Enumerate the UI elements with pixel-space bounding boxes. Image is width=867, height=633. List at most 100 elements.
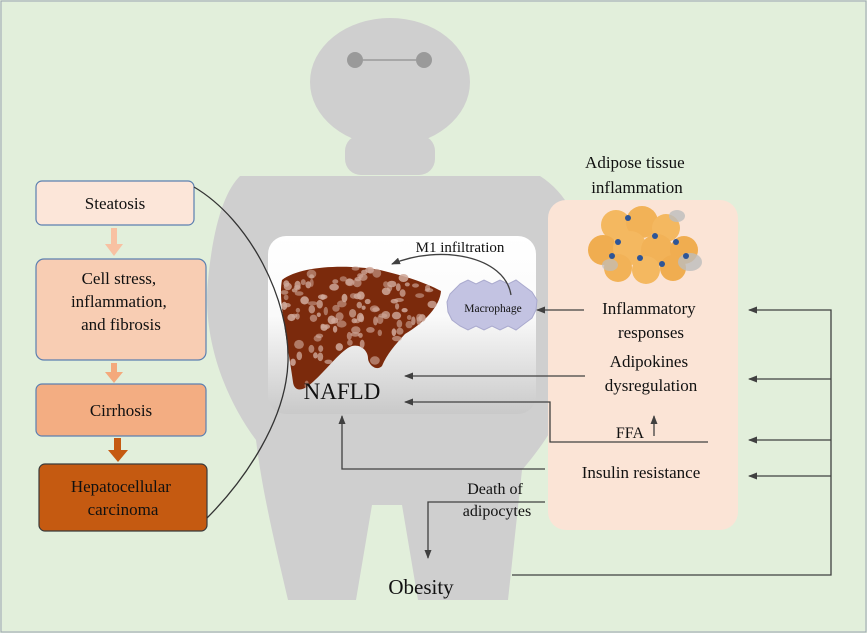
fat-droplet xyxy=(373,316,378,326)
fat-droplet xyxy=(308,344,315,353)
fat-droplet xyxy=(332,304,340,312)
pathway-arrows xyxy=(338,253,832,576)
fat-droplet xyxy=(372,268,382,278)
fat-droplet xyxy=(327,315,336,325)
ffa-to-nafld-arrow xyxy=(404,398,708,443)
fat-droplet xyxy=(281,301,288,310)
fat-droplet xyxy=(369,305,380,313)
ffa-label: FFA xyxy=(616,425,645,442)
silhouette-left-eye xyxy=(347,52,363,68)
adipose-panel xyxy=(548,200,738,530)
adipokines-label: Adipokines dysregulation xyxy=(605,352,698,395)
fat-droplet xyxy=(427,300,437,309)
adipose-title: Adipose tissue inflammation xyxy=(585,153,689,197)
fat-droplet xyxy=(316,299,323,309)
obesity-label: Obesity xyxy=(388,575,454,599)
fat-droplet xyxy=(332,325,338,333)
fat-droplet xyxy=(390,298,399,304)
fat-droplet xyxy=(316,312,321,318)
fat-droplet xyxy=(294,280,301,290)
stage-cirrhosis-label: Cirrhosis xyxy=(90,401,152,420)
fat-droplet xyxy=(359,339,365,349)
fat-droplet xyxy=(391,311,402,320)
insulin-resistance-label: Insulin resistance xyxy=(582,463,701,482)
fat-droplet xyxy=(309,278,314,287)
fat-droplet xyxy=(294,339,304,349)
stage-hcc: Hepatocellular carcinoma xyxy=(38,463,208,532)
fat-droplet xyxy=(324,324,330,329)
fat-droplet xyxy=(424,288,434,293)
fat-droplet xyxy=(357,273,364,279)
fat-droplet xyxy=(294,291,304,296)
fat-droplet xyxy=(295,307,301,313)
adipocyte-cluster-icon xyxy=(588,206,702,284)
macrophage-icon xyxy=(446,279,538,331)
fat-droplet xyxy=(354,277,362,282)
fat-droplet xyxy=(317,352,324,362)
fat-droplet xyxy=(395,303,400,310)
fat-droplet xyxy=(304,380,309,389)
fat-droplet xyxy=(406,315,412,320)
fat-droplet xyxy=(300,296,309,305)
fat-droplet xyxy=(378,313,388,318)
fat-droplet xyxy=(323,306,328,316)
fat-droplet xyxy=(349,309,357,318)
fat-droplet xyxy=(313,352,318,359)
silhouette-right-eye xyxy=(416,52,432,68)
fat-droplet xyxy=(381,287,391,296)
fat-droplet xyxy=(296,351,303,361)
fat-droplet xyxy=(300,279,306,286)
fat-droplet xyxy=(308,305,316,314)
nafld-spectrum-bracket xyxy=(193,186,289,519)
fat-droplet xyxy=(335,312,344,321)
fat-droplet xyxy=(318,345,324,352)
fat-droplet xyxy=(346,331,352,341)
fat-droplet xyxy=(335,343,343,351)
death-of-adipocytes-label: Death of adipocytes xyxy=(463,481,531,520)
fat-droplet xyxy=(377,329,382,336)
fat-droplet xyxy=(383,281,389,288)
fat-droplet xyxy=(405,320,413,329)
fat-droplet xyxy=(339,276,347,282)
fat-droplet xyxy=(324,359,333,364)
fat-droplet xyxy=(392,335,402,342)
m1-infiltration-label: M1 infiltration xyxy=(416,240,505,256)
stage-cirrhosis: Cirrhosis xyxy=(35,383,207,437)
inflammatory-responses-label: Inflammatory responses xyxy=(602,299,700,342)
fat-droplet xyxy=(391,328,397,337)
fat-droplet xyxy=(387,280,397,288)
fat-droplet xyxy=(345,278,354,286)
fat-droplet xyxy=(336,320,347,328)
fat-droplet xyxy=(356,291,365,300)
fat-droplet xyxy=(370,356,380,365)
fat-droplet xyxy=(361,305,366,310)
fat-droplet xyxy=(399,289,406,297)
fat-droplet xyxy=(396,319,403,328)
fat-droplet xyxy=(283,280,290,287)
fat-droplet xyxy=(332,279,339,284)
fat-droplet xyxy=(347,339,353,346)
fat-droplet xyxy=(341,293,348,303)
fat-droplet xyxy=(351,326,361,334)
fat-droplet xyxy=(291,313,298,318)
fat-droplet xyxy=(365,266,375,274)
fat-droplet xyxy=(404,282,410,287)
death-to-obesity-arrow xyxy=(424,501,545,559)
liver-fat-droplets xyxy=(280,266,437,389)
fat-droplet xyxy=(309,314,318,322)
fat-droplet xyxy=(356,301,362,309)
fat-droplet xyxy=(320,294,326,300)
fat-droplet xyxy=(283,294,289,301)
fat-droplet xyxy=(280,290,289,295)
progression-arrows xyxy=(105,228,128,462)
fat-droplet xyxy=(315,333,324,339)
fat-droplet xyxy=(364,298,371,305)
macrophage-label: Macrophage xyxy=(464,303,521,315)
obesity-feedback-arrow xyxy=(512,306,832,576)
fat-droplet xyxy=(351,266,360,271)
fat-droplet xyxy=(356,312,364,322)
fat-droplet xyxy=(329,283,339,291)
stage-steatosis-label: Steatosis xyxy=(85,194,145,213)
